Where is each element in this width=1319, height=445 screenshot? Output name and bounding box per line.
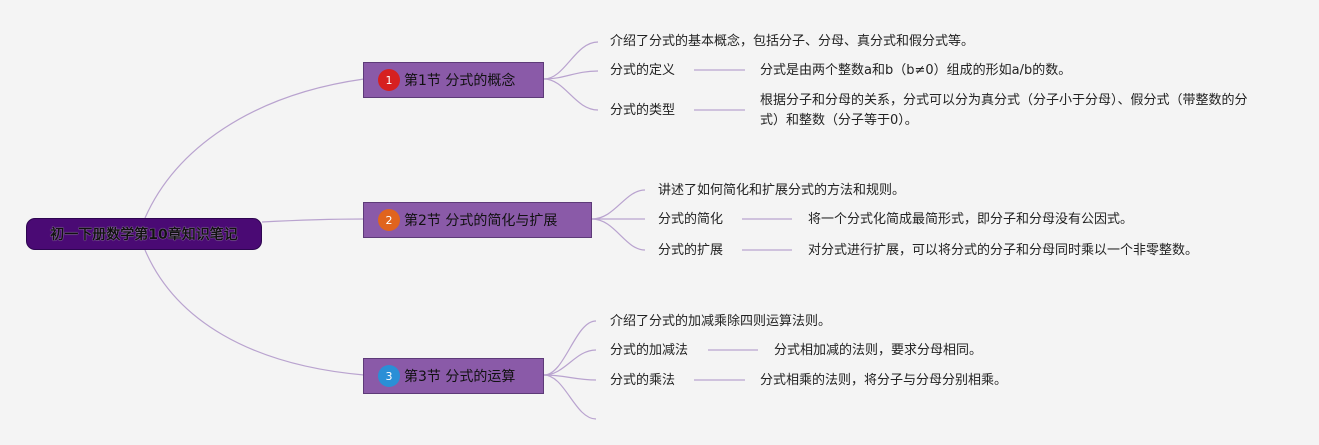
connector-s3-topic-1 bbox=[543, 349, 597, 376]
section-3-topic-1[interactable]: 分式的加减法 bbox=[610, 343, 689, 358]
section-3-topic-2-detail[interactable]: 分式相乘的法则，将分子与分母分别相乘。 bbox=[760, 373, 1008, 388]
number-badge-3-icon: 3 bbox=[378, 365, 400, 387]
section-2-topic-1[interactable]: 分式的简化 bbox=[658, 212, 724, 227]
section-2-topic-2-detail[interactable]: 对分式进行扩展，可以将分式的分子和分母同时乘以一个非零整数。 bbox=[808, 243, 1199, 258]
section-1-topic-1-detail[interactable]: 分式是由两个整数a和b（b≠0）组成的形如a/b的数。 bbox=[760, 63, 1072, 78]
section-2-summary[interactable]: 讲述了如何简化和扩展分式的方法和规则。 bbox=[658, 183, 906, 198]
section-3-summary[interactable]: 介绍了分式的加减乘除四则运算法则。 bbox=[610, 314, 832, 329]
connector-root-section-3 bbox=[144, 249, 365, 376]
connector-s1-topic-2 bbox=[543, 78, 599, 111]
connector-s3-topic-2 bbox=[543, 374, 597, 381]
section-3-topic-1-detail[interactable]: 分式相加减的法则，要求分母相同。 bbox=[774, 343, 983, 358]
connector-s2-topic-2 bbox=[591, 218, 646, 251]
root-node[interactable]: 初一下册数学第10章知识笔记 bbox=[26, 218, 262, 250]
section-1-topic-2-detail[interactable]: 根据分子和分母的关系，分式可以分为真分式（分子小于分母）、假分式（带整数的分式）… bbox=[760, 93, 1248, 128]
connector-root-section-2 bbox=[261, 218, 365, 223]
connector-s1-summary bbox=[543, 41, 599, 80]
section-node-label: 第3节 分式的运算 bbox=[404, 369, 516, 385]
connector-s2-summary bbox=[591, 189, 646, 220]
connector-s3-empty-branch bbox=[543, 374, 597, 420]
section-node-3[interactable]: 3 第3节 分式的运算 bbox=[363, 358, 544, 394]
section-node-1[interactable]: 1 第1节 分式的概念 bbox=[363, 62, 544, 98]
section-node-label: 第1节 分式的概念 bbox=[404, 73, 516, 89]
number-badge-1-icon: 1 bbox=[378, 69, 400, 91]
section-2-topic-2[interactable]: 分式的扩展 bbox=[658, 243, 724, 258]
root-node-label: 初一下册数学第10章知识笔记 bbox=[50, 227, 238, 243]
section-1-topic-2[interactable]: 分式的类型 bbox=[610, 103, 676, 118]
connector-s1-topic-1 bbox=[543, 70, 599, 80]
section-2-topic-1-detail[interactable]: 将一个分式化简成最简形式，即分子和分母没有公因式。 bbox=[808, 212, 1134, 227]
connector-root-section-1 bbox=[144, 78, 365, 219]
section-1-summary[interactable]: 介绍了分式的基本概念，包括分子、分母、真分式和假分式等。 bbox=[610, 34, 975, 49]
section-1-topic-1[interactable]: 分式的定义 bbox=[610, 63, 676, 78]
number-badge-2-icon: 2 bbox=[378, 209, 400, 231]
section-node-2[interactable]: 2 第2节 分式的简化与扩展 bbox=[363, 202, 592, 238]
section-node-label: 第2节 分式的简化与扩展 bbox=[404, 213, 558, 229]
connector-s3-summary bbox=[543, 320, 597, 376]
section-3-topic-2[interactable]: 分式的乘法 bbox=[610, 373, 676, 388]
